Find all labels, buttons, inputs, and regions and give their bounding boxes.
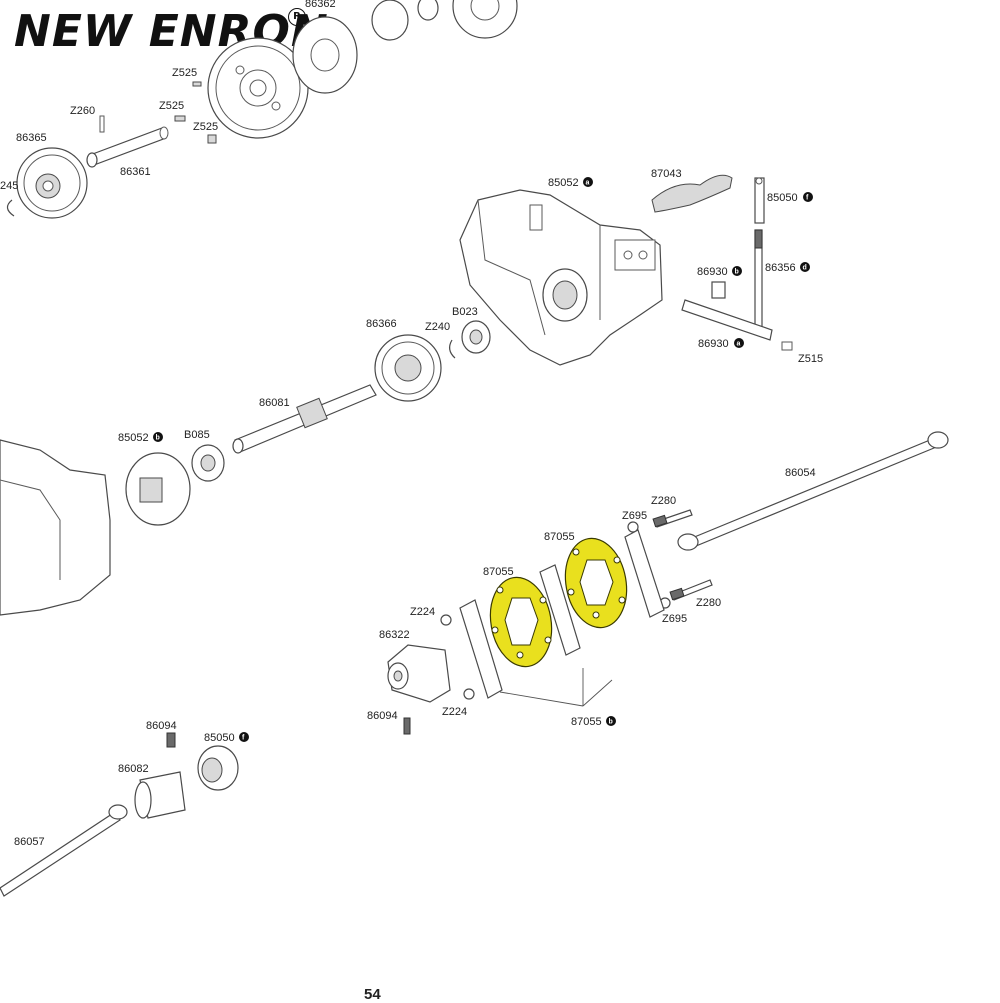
label-z260: Z260 — [70, 105, 95, 117]
clutch-bell — [292, 0, 518, 94]
post-85050 — [754, 177, 765, 224]
label-86930-a: 86930 — [698, 338, 729, 350]
label-b085: B085 — [184, 429, 210, 441]
svg-text:d: d — [803, 265, 807, 272]
label-z280-b: Z280 — [696, 597, 721, 609]
setscrew-86094b — [166, 732, 176, 748]
brake-disc-87055b — [564, 537, 628, 629]
label-z695-a: Z695 — [622, 510, 647, 522]
badge-85052-a: a — [583, 177, 593, 187]
bushing-86930 — [681, 281, 773, 341]
label-85050-top: 85050 — [767, 192, 798, 204]
label-85050-bot: 85050 — [204, 732, 235, 744]
label-87043: 87043 — [651, 168, 682, 180]
gear-spur-large — [207, 37, 309, 139]
badge-86356: d — [800, 262, 810, 272]
badge-86930-a: a — [734, 338, 744, 348]
svg-text:f: f — [242, 735, 245, 742]
washer-z224a — [440, 614, 452, 626]
outdrive-85050 — [197, 745, 239, 791]
shaft-86361 — [86, 126, 169, 168]
hub-86322 — [387, 644, 451, 703]
label-87055-a: 87055 — [544, 531, 575, 543]
label-z224-a: Z224 — [410, 606, 435, 618]
label-87055-c: 87055 — [571, 716, 602, 728]
label-85052-a: 85052 — [548, 177, 579, 189]
registered-mark: R — [288, 8, 306, 26]
label-86094-a: 86094 — [367, 710, 398, 722]
label-86082: 86082 — [118, 763, 149, 775]
bearing-b023 — [461, 320, 491, 354]
svg-text:a: a — [737, 341, 741, 348]
badge-85052-b: b — [153, 432, 163, 442]
housing-left — [0, 439, 111, 616]
label-z280-a: Z280 — [651, 495, 676, 507]
brake-pad-plates — [459, 529, 665, 699]
label-87055-b: 87055 — [483, 566, 514, 578]
badge-86930-b: b — [732, 266, 742, 276]
label-245: 245 — [0, 180, 18, 192]
badge-87055-c: b — [606, 716, 616, 726]
label-86054: 86054 — [785, 467, 816, 479]
label-86322: 86322 — [379, 629, 410, 641]
label-b023: B023 — [452, 306, 478, 318]
label-z525-a: Z525 — [172, 67, 197, 79]
driveshaft-86054 — [677, 431, 949, 551]
outdrive-cup-86082 — [134, 771, 186, 819]
gearbox-housing-85052 — [459, 189, 663, 366]
label-86362: 86362 — [305, 0, 336, 10]
label-z695-b: Z695 — [662, 613, 687, 625]
screw-z280b — [669, 579, 713, 601]
svg-text:b: b — [735, 269, 739, 276]
svg-text:b: b — [156, 435, 160, 442]
bearing-b085 — [191, 444, 225, 482]
cup-85052b — [125, 452, 191, 526]
svg-text:f: f — [806, 195, 809, 202]
label-85052-b: 85052 — [118, 432, 149, 444]
label-z515: Z515 — [798, 353, 823, 365]
washer-z224b — [463, 688, 475, 700]
brace-87043 — [651, 174, 733, 213]
label-z240: Z240 — [425, 321, 450, 333]
screw-z515 — [781, 341, 793, 351]
setscrew-86094 — [403, 717, 411, 735]
page-number: 54 — [364, 986, 381, 1003]
label-86930-b: 86930 — [697, 266, 728, 278]
rod-86356 — [754, 229, 763, 331]
gear-86365 — [16, 147, 88, 219]
e-clip — [6, 199, 15, 217]
gear-86366 — [374, 334, 442, 402]
screw-z525 — [174, 81, 217, 144]
label-86057: 86057 — [14, 836, 45, 848]
svg-text:b: b — [609, 719, 613, 726]
label-86365: 86365 — [16, 132, 47, 144]
label-z224-b: Z224 — [442, 706, 467, 718]
washer-z695a — [627, 521, 639, 533]
clip-z240 — [449, 339, 456, 359]
screw-z280a — [652, 509, 693, 528]
badge-85050-bot: f — [239, 732, 249, 742]
shaft-86081 — [232, 384, 377, 454]
brake-disc-87055a — [489, 576, 553, 668]
leader-87055b — [499, 668, 613, 707]
driveshaft-86057 — [0, 804, 128, 897]
label-86361: 86361 — [120, 166, 151, 178]
label-86356: 86356 — [765, 262, 796, 274]
badge-85050-top: f — [803, 192, 813, 202]
label-86094-b: 86094 — [146, 720, 177, 732]
svg-text:a: a — [586, 180, 590, 187]
label-86366: 86366 — [366, 318, 397, 330]
label-z525-b: Z525 — [159, 100, 184, 112]
pin-z260 — [99, 115, 105, 133]
label-z525-c: Z525 — [193, 121, 218, 133]
label-86081: 86081 — [259, 397, 290, 409]
